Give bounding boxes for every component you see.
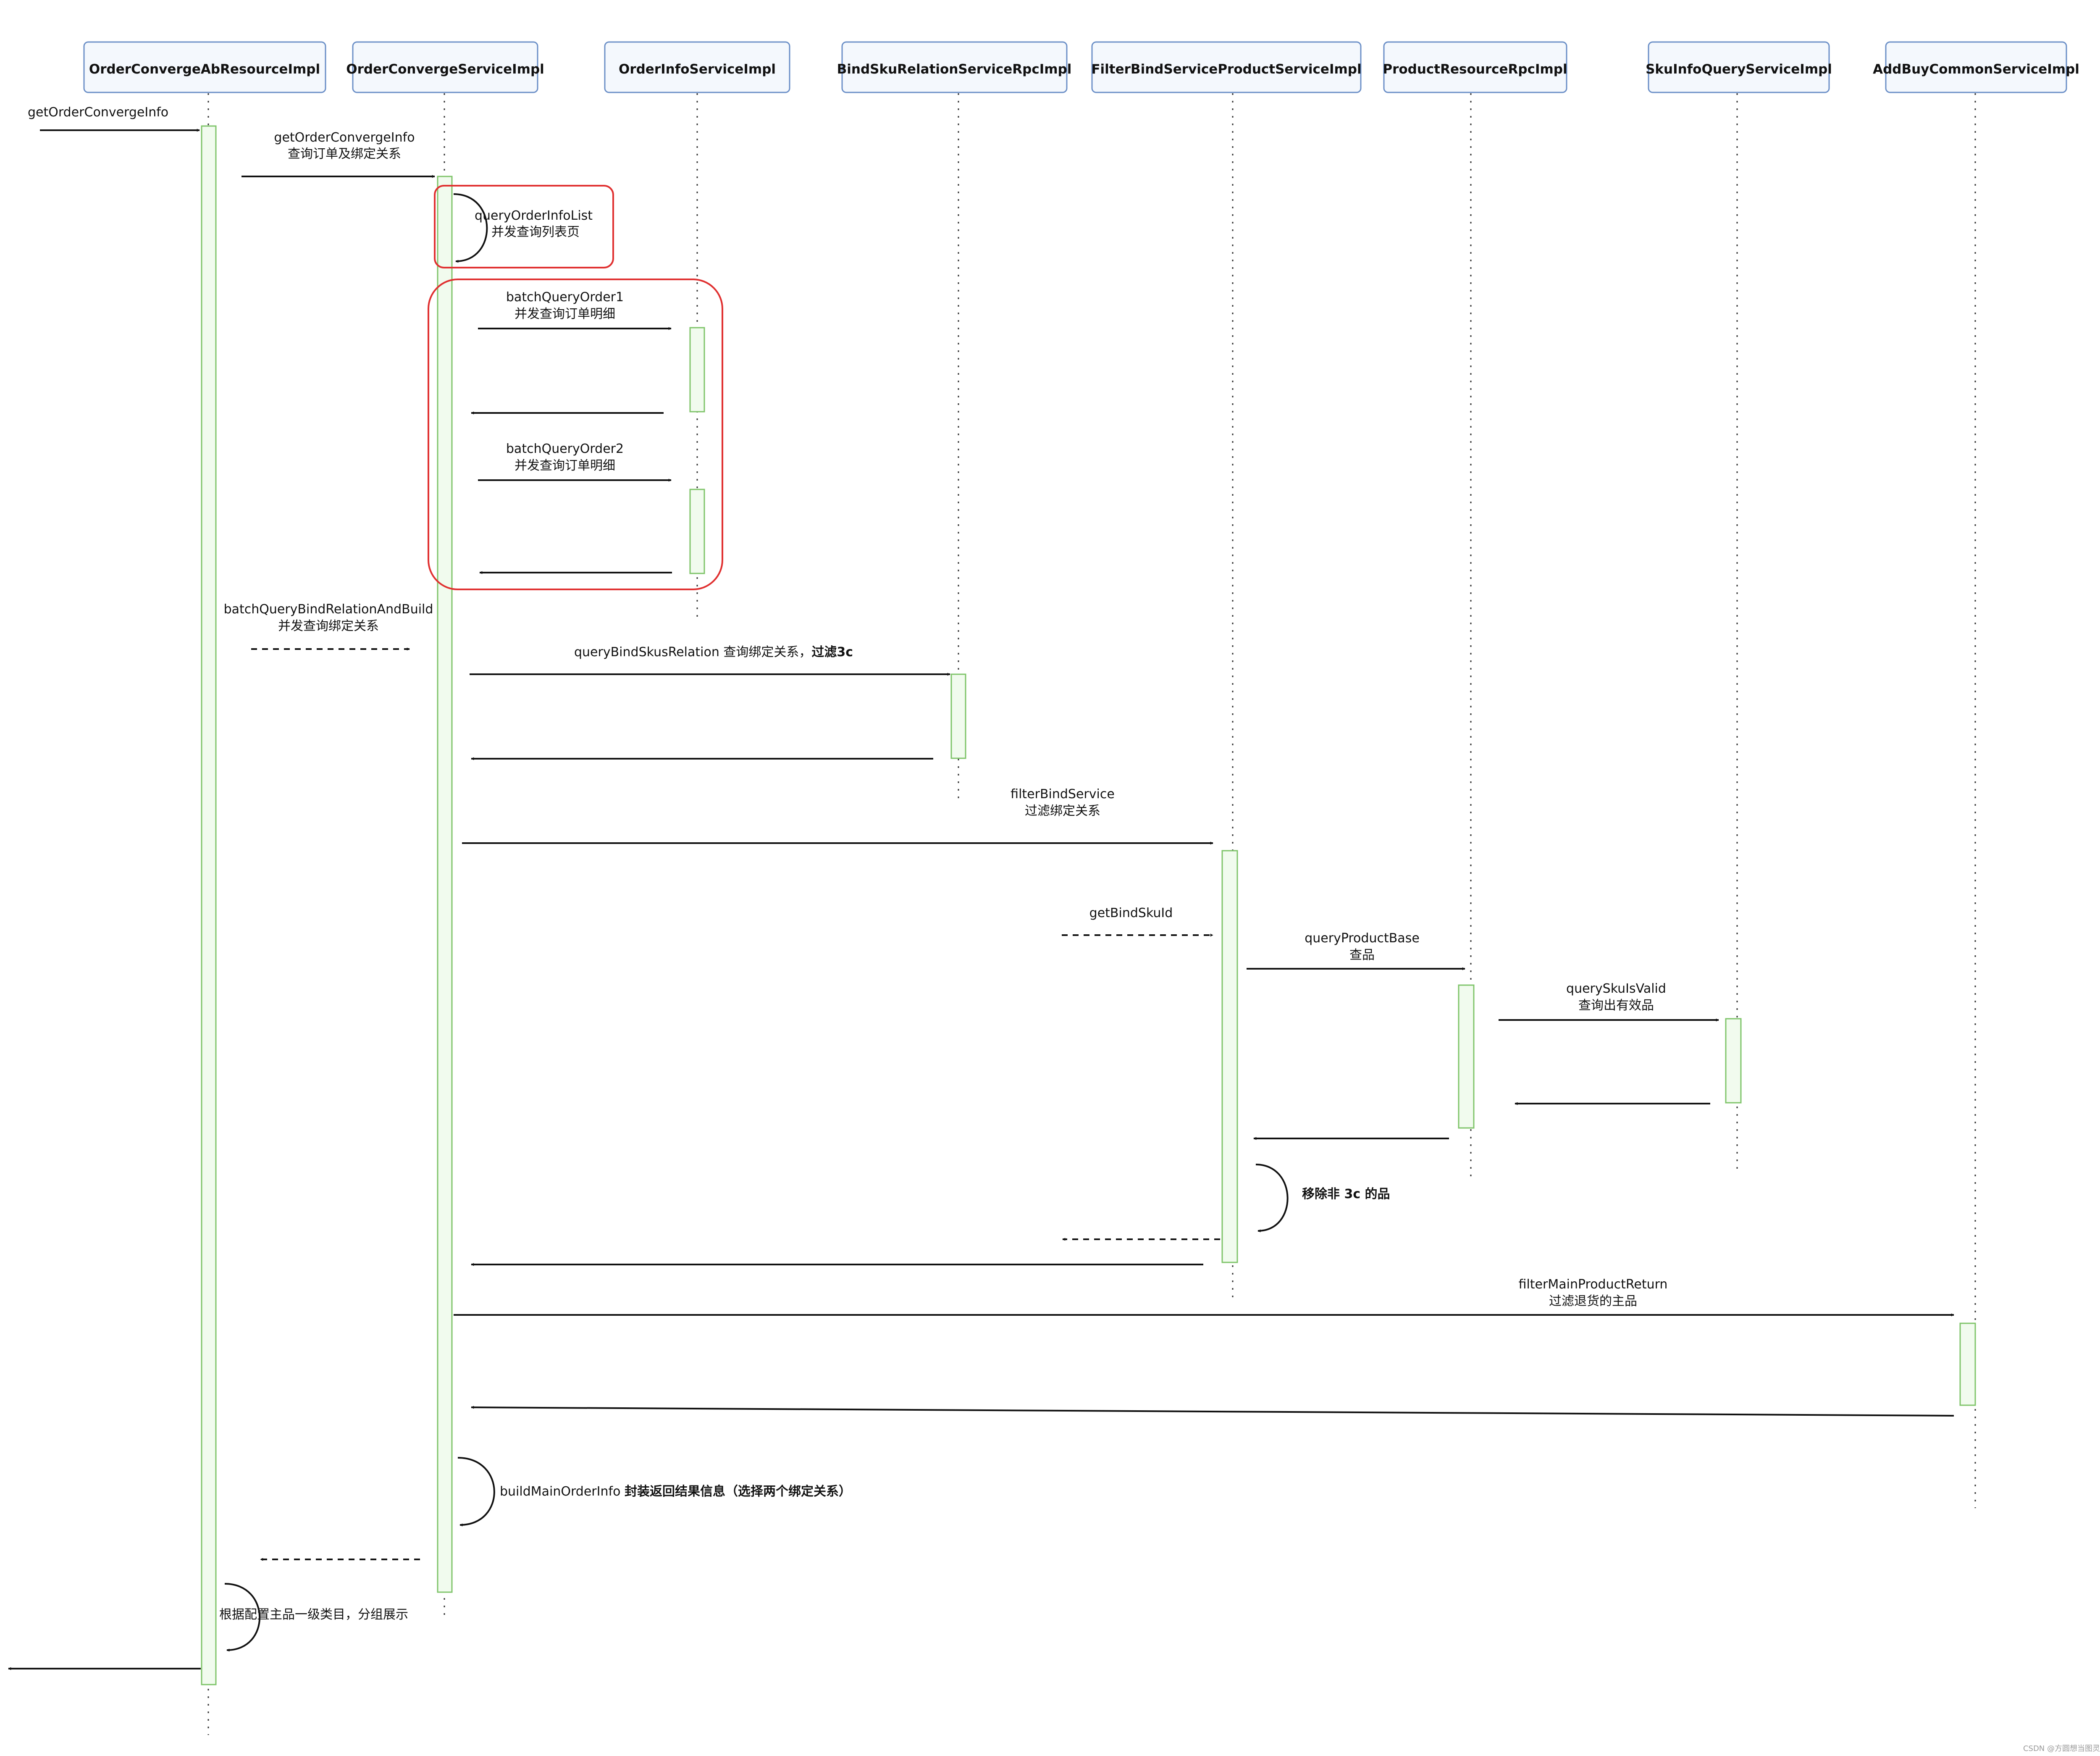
participant-order-converge-ab-resource: OrderConvergeAbResourceImpl [83, 41, 326, 93]
message-label: getBindSkuId [1089, 906, 1173, 920]
message-label: buildMainOrderInfo 封装返回结果信息（选择两个绑定关系） [500, 1484, 851, 1499]
message-label: querySkuIsValid [1566, 981, 1666, 996]
message-label: 查询出有效品 [1578, 998, 1654, 1013]
activation-bar [437, 176, 453, 1593]
message-label: 过滤绑定关系 [1025, 804, 1100, 818]
participant-order-converge-service: OrderConvergeServiceImpl [346, 41, 544, 93]
message-label-part: queryBindSkusRelation 查询绑定关系， [574, 645, 811, 660]
message-label-entry: getOrderConvergeInfo [28, 105, 168, 120]
message-label: batchQueryBindRelationAndBuild [224, 602, 433, 617]
message-label: 移除非 3c 的品 [1302, 1187, 1390, 1201]
activation-bar [689, 489, 705, 574]
participant-label: AddBuyCommonServiceImpl [1873, 62, 2079, 77]
participant-label: FilterBindServiceProductServiceImpl [1091, 62, 1361, 77]
highlight-box-batch-query [428, 279, 723, 590]
self-call-group-show [224, 1583, 261, 1652]
participant-add-buy-common-service: AddBuyCommonServiceImpl [1873, 41, 2079, 93]
watermark: CSDN @方圆想当图灵 [2023, 1744, 2100, 1753]
message-label: batchQueryOrder2 [506, 442, 624, 456]
message-label-bold: 封装返回结果信息（选择两个绑定关系） [625, 1484, 851, 1499]
activation-bar [1458, 984, 1475, 1129]
self-call-build-main [457, 1457, 495, 1527]
participant-order-info-service: OrderInfoServiceImpl [604, 41, 790, 93]
activation-bar [689, 327, 705, 413]
participant-label: OrderConvergeAbResourceImpl [89, 62, 320, 77]
message-label: 并发查询绑定关系 [278, 619, 379, 634]
message-label: getOrderConvergeInfo [274, 130, 415, 145]
message-label: 并发查询订单明细 [514, 307, 615, 321]
message-label: queryOrderInfoList [475, 208, 593, 223]
message-label: 查品 [1349, 948, 1375, 962]
message-label: filterBindService [1011, 787, 1115, 802]
participant-label: ProductResourceRpcImpl [1383, 62, 1567, 77]
highlight-box-query-list [434, 185, 614, 268]
participant-label: SkuInfoQueryServiceImpl [1646, 62, 1832, 77]
self-call-remove-3c [1255, 1164, 1289, 1233]
participant-bind-sku-relation-service-rpc: BindSkuRelationServiceRpcImpl [837, 41, 1072, 93]
return-arrow-filter-main [471, 1406, 1954, 1417]
activation-bar [1221, 850, 1238, 1263]
message-label: batchQueryOrder1 [506, 290, 624, 305]
message-label: 查询订单及绑定关系 [288, 147, 401, 161]
message-label: 并发查询列表页 [491, 225, 580, 239]
participant-label: BindSkuRelationServiceRpcImpl [837, 62, 1072, 77]
message-label: 过滤退货的主品 [1549, 1294, 1637, 1309]
participant-filter-bind-service-product-service: FilterBindServiceProductServiceImpl [1091, 41, 1362, 93]
participant-sku-info-query-service: SkuInfoQueryServiceImpl [1646, 41, 1832, 93]
message-label: queryBindSkusRelation 查询绑定关系，过滤3c [574, 645, 853, 660]
message-label: 并发查询订单明细 [514, 458, 615, 473]
activation-bar [950, 673, 966, 759]
message-label: filterMainProductReturn [1519, 1277, 1668, 1292]
activation-bar [1725, 1018, 1742, 1104]
message-label: queryProductBase [1305, 931, 1420, 946]
activation-bar [201, 125, 217, 1685]
activation-bar [1959, 1322, 1976, 1406]
message-label-bold: 过滤3c [811, 645, 853, 660]
message-label: 根据配置主品一级类目，分组展示 [219, 1607, 408, 1622]
self-call-query-list [453, 193, 488, 263]
participant-product-resource-rpc: ProductResourceRpcImpl [1383, 41, 1567, 93]
message-label-part: buildMainOrderInfo [500, 1484, 625, 1499]
participant-label: OrderInfoServiceImpl [619, 62, 776, 77]
participant-label: OrderConvergeServiceImpl [346, 62, 544, 77]
